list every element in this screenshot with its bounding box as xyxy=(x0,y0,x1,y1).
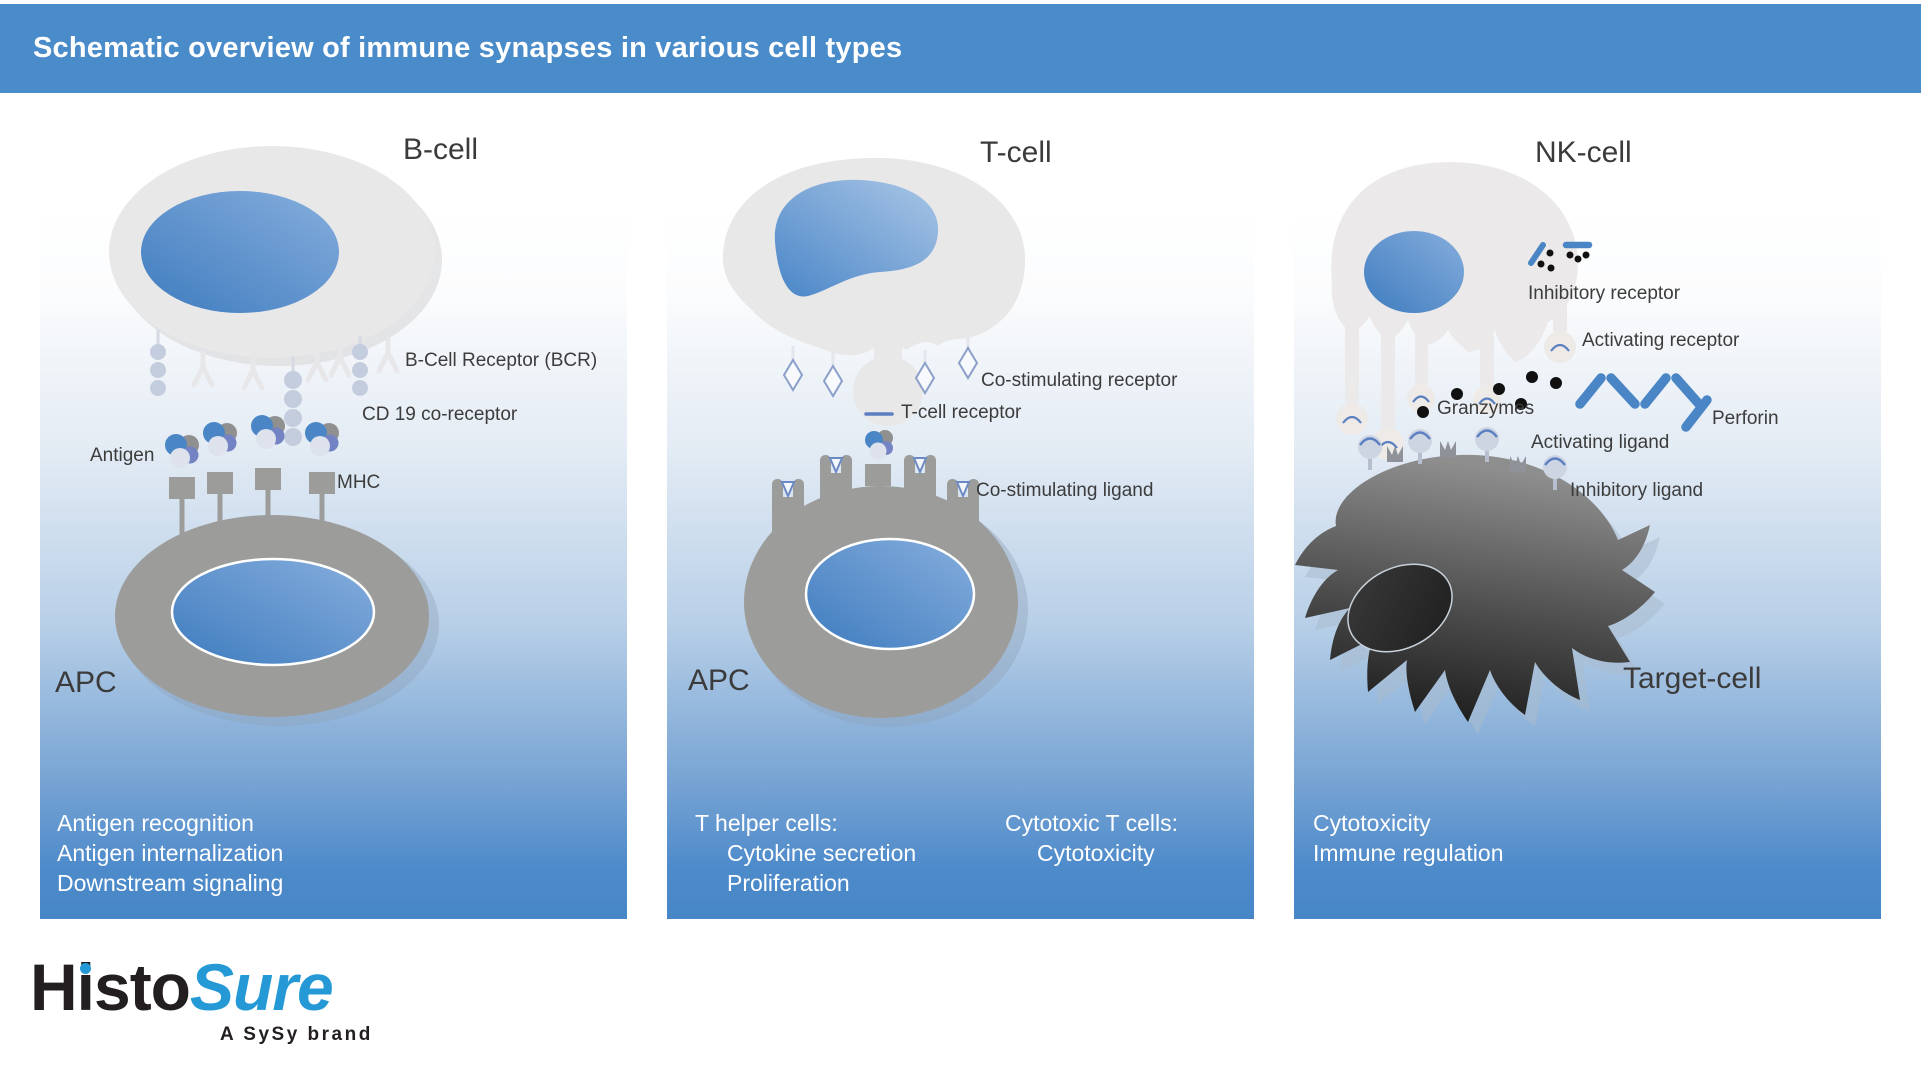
label-cd19: CD 19 co-receptor xyxy=(362,404,518,425)
b-cell-title: B-cell xyxy=(403,133,479,166)
function-line: Downstream signaling xyxy=(57,870,284,896)
logo-i-dot-icon xyxy=(80,963,91,974)
logo-tagline: A SySy brand xyxy=(220,1024,373,1045)
apc-label-t: APC xyxy=(688,664,750,697)
apc-label-b: APC xyxy=(55,666,117,699)
label-tcr: T-cell receptor xyxy=(901,402,1022,423)
function-line: Antigen internalization xyxy=(57,840,284,866)
logo-text-sure: Sure xyxy=(190,950,334,1024)
label-antigen: Antigen xyxy=(90,445,155,466)
t-cell-title: T-cell xyxy=(980,136,1052,169)
nk-functions: Cytotoxicity Immune regulation xyxy=(1313,808,1504,868)
header-bar: Schematic overview of immune synapses in… xyxy=(0,4,1921,93)
label-activating-receptor: Activating receptor xyxy=(1582,330,1740,351)
histosure-logo: HistoSure A SySy brand xyxy=(30,952,390,1052)
b-cell-functions: Antigen recognition Antigen internalizat… xyxy=(57,808,283,898)
logo-text-histo: Histo xyxy=(30,950,191,1024)
cytotoxic-functions: Cytotoxic T cells: Cytotoxicity xyxy=(1005,808,1178,868)
function-title: T helper cells: xyxy=(695,810,838,836)
label-bcr: B-Cell Receptor (BCR) xyxy=(405,350,598,371)
label-inhibitory-ligand: Inhibitory ligand xyxy=(1570,480,1704,501)
function-line: Cytotoxicity xyxy=(1037,840,1155,866)
t-helper-functions: T helper cells: Cytokine secretion Proli… xyxy=(695,808,916,898)
label-inhibitory-receptor: Inhibitory receptor xyxy=(1528,283,1681,304)
function-line: Proliferation xyxy=(727,870,850,896)
function-line: Cytokine secretion xyxy=(727,840,917,866)
function-line: Antigen recognition xyxy=(57,810,254,836)
label-costim-ligand: Co-stimulating ligand xyxy=(976,480,1154,501)
target-cell-label: Target-cell xyxy=(1623,662,1762,695)
label-perforin: Perforin xyxy=(1712,408,1779,429)
label-granzymes: Granzymes xyxy=(1437,398,1535,419)
label-activating-ligand: Activating ligand xyxy=(1531,432,1670,453)
label-costim-receptor: Co-stimulating receptor xyxy=(981,370,1178,391)
label-mhc: MHC xyxy=(337,472,381,493)
function-title: Cytotoxic T cells: xyxy=(1005,810,1178,836)
function-line: Immune regulation xyxy=(1313,840,1504,866)
page-title: Schematic overview of immune synapses in… xyxy=(33,32,903,64)
function-line: Cytotoxicity xyxy=(1313,810,1431,836)
logo-wordmark: HistoSure xyxy=(30,952,390,1022)
nk-cell-title: NK-cell xyxy=(1535,136,1632,169)
